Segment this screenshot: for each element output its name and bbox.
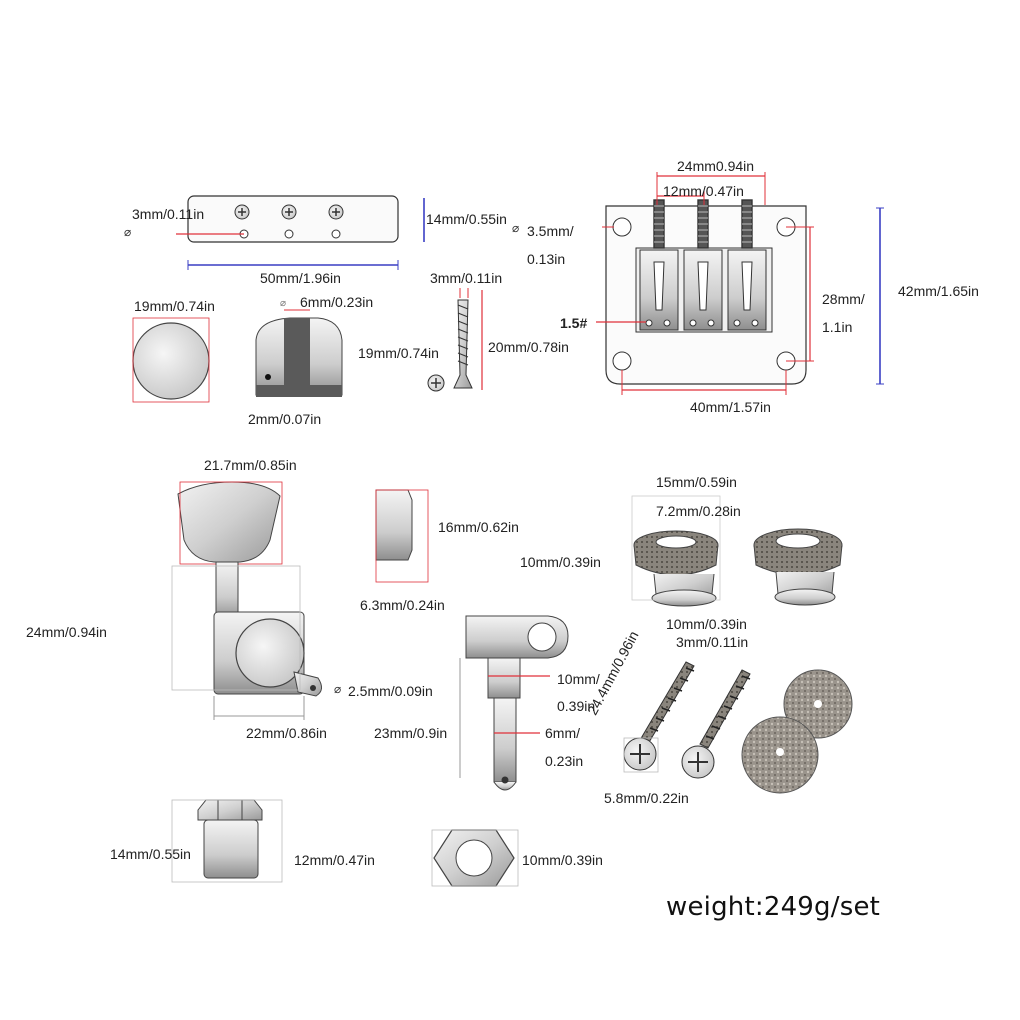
- bridge-hole-label-a: 3.5mm/: [527, 223, 574, 239]
- bridge-dimensions: ⌀: [512, 172, 884, 395]
- hex-width-label: 10mm/0.39in: [522, 852, 603, 868]
- post-upper-label-a: 10mm/: [557, 671, 600, 687]
- bridge-inner-height-label-b: 1.1in: [822, 319, 853, 335]
- cap-hole-label: 2mm/0.07in: [248, 411, 322, 427]
- strap-bottom-label: 10mm/0.39in: [666, 616, 747, 632]
- bridge: [605, 199, 807, 385]
- nut-side: [171, 799, 283, 883]
- svg-text:⌀: ⌀: [280, 298, 286, 309]
- strap-button-right: [753, 528, 843, 606]
- bushing: [375, 489, 429, 583]
- svg-text:⌀: ⌀: [124, 225, 131, 239]
- screw-diameter-label: 3mm/0.11in: [430, 270, 503, 286]
- tuner-knob-width-label: 21.7mm/0.85in: [204, 457, 297, 473]
- strap-screw-head-label: 5.8mm/0.22in: [604, 790, 689, 806]
- bridge-inner-height-label-a: 28mm/: [822, 291, 865, 307]
- cap-diameter-label: 19mm/0.74in: [134, 298, 215, 314]
- screw-length-label: 20mm/0.78in: [488, 339, 569, 355]
- bushing-width-label: 6.3mm/0.24in: [360, 597, 445, 613]
- post-length-label: 23mm/0.9in: [374, 725, 448, 741]
- tuner-post: [459, 615, 569, 791]
- svg-text:⌀: ⌀: [334, 682, 341, 696]
- post-upper-label-b: 0.39in: [557, 698, 596, 714]
- cap-height-label: 19mm/0.74in: [358, 345, 439, 361]
- tuner-base-width-label: 22mm/0.86in: [246, 725, 327, 741]
- long-screw-left: [623, 661, 695, 773]
- tuner: ⌀: [171, 481, 341, 720]
- post-lower-label-a: 6mm/: [545, 725, 580, 741]
- saddle-dimensions: ⌀: [124, 198, 425, 270]
- bridge-top-outer-label: 24mm0.94in: [677, 158, 755, 174]
- tuner-hole-label: 2.5mm/0.09in: [348, 683, 433, 699]
- saddle-bar: [187, 195, 399, 243]
- svg-text:⌀: ⌀: [512, 221, 519, 235]
- bridge-width-label: 40mm/1.57in: [690, 399, 771, 415]
- saddle-height-label: 14mm/0.55in: [426, 211, 507, 227]
- bridge-top-inner-label: 12mm/0.47in: [663, 183, 744, 199]
- small-screw: [427, 288, 483, 392]
- strap-inner-label: 7.2mm/0.28in: [656, 503, 741, 519]
- bridge-wrench-label: 1.5#: [560, 315, 588, 331]
- strap-screw-diameter-label: 3mm/0.11in: [676, 634, 749, 650]
- hex-nut-top: [431, 829, 519, 887]
- nut-height-label: 14mm/0.55in: [110, 846, 191, 862]
- bridge-height-label: 42mm/1.65in: [898, 283, 979, 299]
- weight-label: weight:249g/set: [666, 892, 881, 922]
- cap-slot-label: 6mm/0.23in: [300, 294, 374, 310]
- tuner-height-label: 24mm/0.94in: [26, 624, 107, 640]
- nut-width-label: 12mm/0.47in: [294, 852, 375, 868]
- long-screw-right: [681, 669, 751, 779]
- bushing-height-label: 16mm/0.62in: [438, 519, 519, 535]
- cap-side: ⌀: [255, 298, 343, 397]
- felt-washers: [741, 669, 853, 794]
- saddle-hole-label: 3mm/0.11in: [132, 206, 205, 222]
- post-lower-label-b: 0.23in: [545, 753, 584, 769]
- bridge-hole-label-b: 0.13in: [527, 251, 566, 267]
- strap-top-label: 15mm/0.59in: [656, 474, 737, 490]
- strap-button-left: [631, 495, 721, 607]
- saddle-length-label: 50mm/1.96in: [260, 270, 341, 286]
- strap-height-label: 10mm/0.39in: [520, 554, 601, 570]
- cap-disc: [132, 317, 210, 403]
